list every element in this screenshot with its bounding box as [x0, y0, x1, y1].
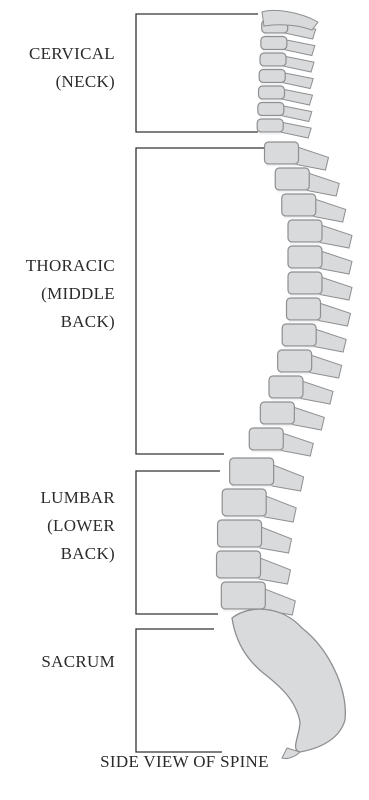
spine-illustration — [217, 10, 352, 758]
sacrum — [232, 609, 345, 752]
vertebra-body — [221, 582, 265, 609]
vertebra-body — [278, 350, 312, 372]
vertebra-body — [265, 142, 299, 164]
vertebra-body — [222, 489, 266, 516]
vertebra-body — [249, 428, 283, 450]
vertebra-body — [275, 168, 309, 190]
vertebra-body — [260, 402, 294, 424]
vertebra-body — [287, 298, 321, 320]
vertebra-body — [258, 103, 284, 116]
vertebra-body — [261, 37, 287, 50]
diagram-caption: SIDE VIEW OF SPINE — [0, 752, 369, 772]
vertebra-body — [257, 119, 283, 132]
bracket-lumbar — [136, 471, 220, 614]
vertebra-body — [282, 194, 316, 216]
vertebra-body — [288, 272, 322, 294]
vertebra-body — [269, 376, 303, 398]
vertebra-body — [260, 53, 286, 66]
vertebra-body — [288, 220, 322, 242]
vertebra-body — [259, 86, 285, 99]
bracket-cervical — [136, 14, 258, 132]
vertebra-body — [217, 551, 261, 578]
vertebra-body — [218, 520, 262, 547]
vertebra-body — [259, 70, 285, 83]
bracket-sacrum — [136, 629, 222, 752]
bracket-thoracic — [136, 148, 268, 454]
vertebra-body — [282, 324, 316, 346]
vertebra-body — [288, 246, 322, 268]
vertebra-body — [230, 458, 274, 485]
